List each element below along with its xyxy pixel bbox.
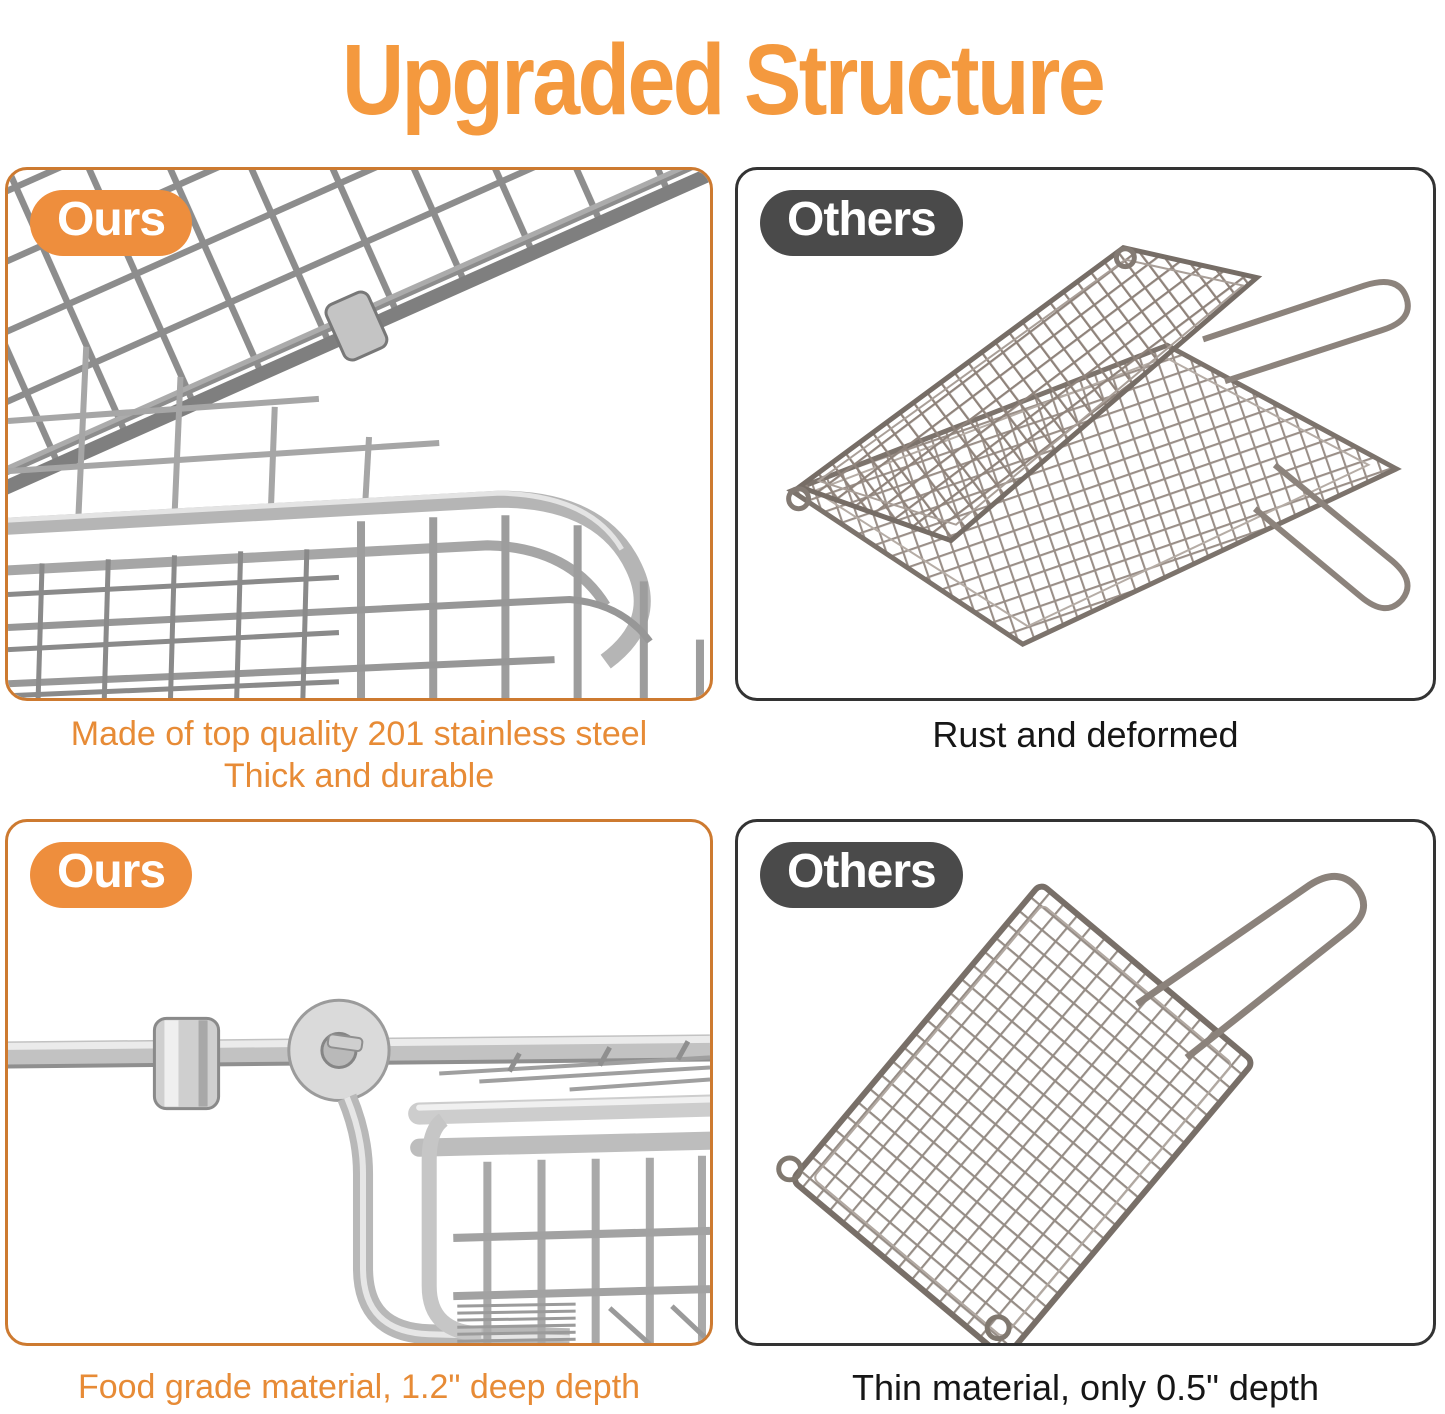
top-grill-mesh — [794, 244, 1263, 544]
panel-ours-material: Ours — [5, 166, 713, 701]
photo-rusty-folding-grill — [786, 244, 1411, 647]
others-badge: Others — [760, 189, 963, 256]
photo-thin-flat-grill — [776, 872, 1368, 1343]
page-title-text: Upgraded Structure — [341, 24, 1106, 137]
basket-back-wires — [8, 346, 440, 522]
caption-others-rust: Rust and deformed — [932, 713, 1239, 755]
ours-badge: Ours — [30, 841, 193, 908]
panel-others-rust: Others — [735, 166, 1436, 701]
wire-handle — [1135, 872, 1368, 1061]
grill-handles — [1202, 278, 1411, 611]
basket-bottom-mesh — [8, 549, 340, 698]
panel-ours-depth: Ours — [5, 818, 713, 1346]
product-comparison-infographic: Upgraded Structure — [0, 21, 1445, 1408]
others-badge: Others — [760, 841, 963, 908]
pivot-disc — [287, 998, 391, 1102]
hinge-hooks — [786, 246, 1137, 512]
caption-ours-depth: Food grade material, 1.2" deep depth — [77, 1367, 641, 1406]
panel-others-depth: Others — [735, 818, 1436, 1346]
frame-tube — [337, 1093, 570, 1343]
ours-badge: Ours — [30, 189, 193, 256]
basket-rim — [8, 490, 651, 669]
basket-lid-mesh — [8, 169, 710, 535]
page-title: Upgraded Structure — [0, 21, 1445, 145]
comparison-grid: Ours — [0, 166, 1445, 1414]
handle-clamp — [152, 1016, 221, 1110]
photo-handle-deep-basket — [8, 998, 710, 1343]
photo-stainless-steel-basket — [8, 169, 710, 698]
grill-mesh — [792, 883, 1254, 1343]
caption-others-depth: Thin material, only 0.5" depth — [851, 1366, 1320, 1408]
deep-basket — [408, 1040, 710, 1343]
corner-rings — [776, 1155, 1012, 1342]
basket-cross-wires — [8, 595, 653, 688]
caption-ours-material: Made of top quality 201 stainless steel … — [70, 714, 648, 795]
